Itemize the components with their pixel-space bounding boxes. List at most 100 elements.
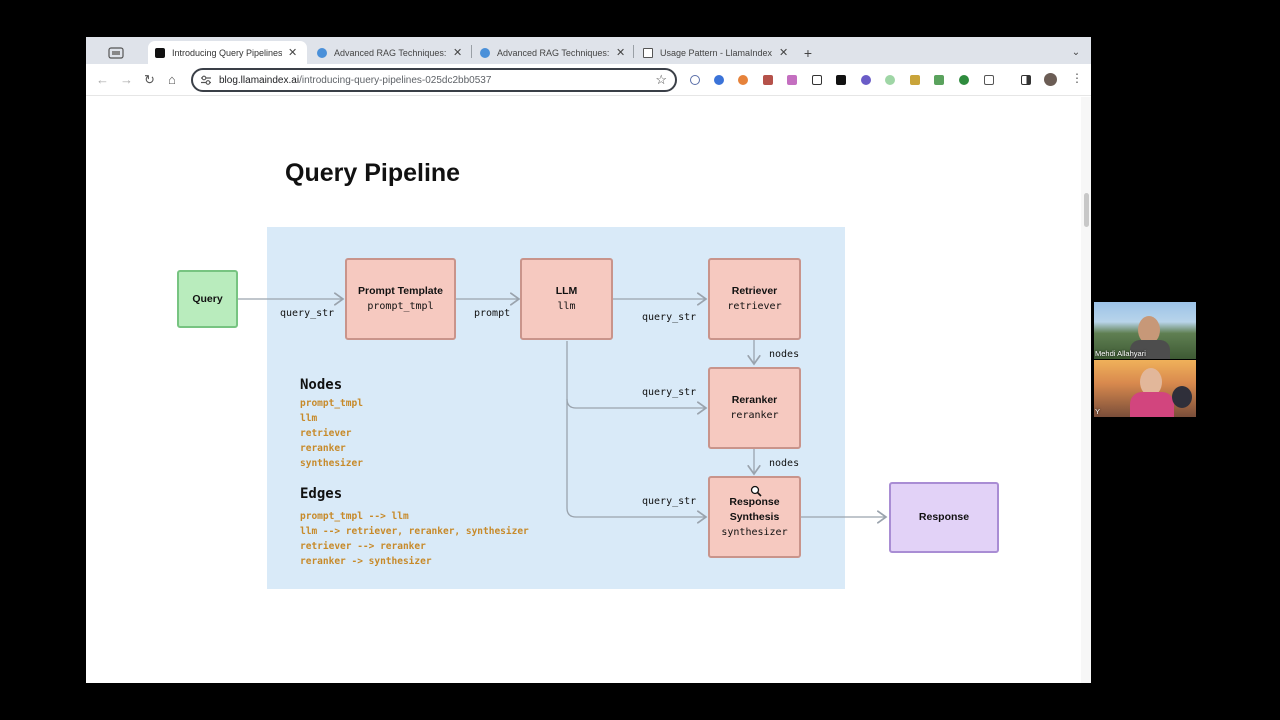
tab-label: Introducing Query Pipelines <box>172 47 282 58</box>
diagram-edges <box>238 37 1091 683</box>
edge-label-query-str: query_str <box>280 308 335 319</box>
browser-window: Introducing Query Pipelines ✕ Advanced R… <box>86 37 1091 683</box>
participant-face <box>1140 368 1162 396</box>
tab-advanced-rag-1[interactable]: Advanced RAG Techniques: a ✕ <box>311 41 466 64</box>
node-retriever: Retriever retriever <box>708 258 801 340</box>
extension-green-icon[interactable] <box>885 75 895 85</box>
tab-list-chevron-down-icon[interactable]: ⌄ <box>1071 47 1081 58</box>
scrollbar-thumb[interactable] <box>1084 193 1089 227</box>
edge-label-query-str: query_str <box>642 312 697 323</box>
extension-tools-icon[interactable] <box>763 75 773 85</box>
extension-pink-icon[interactable] <box>787 75 797 85</box>
edge-llm-to-synth <box>566 399 706 517</box>
headset-icon <box>1172 386 1192 408</box>
node-query: Query <box>177 270 238 328</box>
tab-introducing-query-pipelines[interactable]: Introducing Query Pipelines ✕ <box>148 41 307 64</box>
edge-label-query-str: query_str <box>642 387 697 398</box>
nodes-list-item: retriever <box>300 428 352 439</box>
page-title: Query Pipeline <box>285 159 461 187</box>
llamaindex-favicon-icon <box>155 47 165 58</box>
node-response: Response <box>889 482 999 553</box>
node-label-line1: Response <box>729 495 780 508</box>
extension-blue-dot-icon[interactable] <box>714 75 724 85</box>
globe-favicon-icon <box>317 47 327 58</box>
node-code: synthesizer <box>721 526 788 538</box>
node-reranker: Reranker reranker <box>708 367 801 449</box>
extension-braces-icon[interactable] <box>812 75 822 85</box>
extension-orange-icon[interactable] <box>738 75 748 85</box>
node-label: LLM <box>555 285 578 297</box>
close-tab-icon[interactable]: ✕ <box>779 47 789 59</box>
extension-dark-green-icon[interactable] <box>959 75 969 85</box>
forward-arrow-icon[interactable]: → <box>120 72 133 87</box>
node-label: Reranker <box>731 394 778 406</box>
participant-video-tile[interactable]: Mehdi Allahyari <box>1094 302 1196 359</box>
participant-name: Y <box>1095 407 1101 416</box>
edge-label-nodes: nodes <box>769 349 800 360</box>
edge-label-nodes: nodes <box>769 458 800 469</box>
tab-bar: Introducing Query Pipelines ✕ Advanced R… <box>86 37 1091 64</box>
edges-list-item: retriever --> reranker <box>300 541 426 552</box>
tab-divider <box>633 45 634 58</box>
bookmark-star-icon[interactable]: ☆ <box>655 72 667 87</box>
tab-advanced-rag-2[interactable]: Advanced RAG Techniques: a ✕ <box>474 41 629 64</box>
node-label: Retriever <box>731 285 778 297</box>
url-host: blog.llamaindex.ai <box>219 75 300 86</box>
nodes-list-item: synthesizer <box>300 458 363 469</box>
more-menu-icon[interactable]: ⋮ <box>1071 71 1083 85</box>
reload-icon[interactable]: ↻ <box>144 72 155 87</box>
new-tab-button[interactable]: + <box>803 44 813 61</box>
nodes-list-item: llm <box>300 413 318 424</box>
globe-favicon-icon <box>480 47 490 58</box>
zoom-cursor-icon <box>750 485 762 497</box>
tab-divider <box>471 45 472 58</box>
extension-purple-icon[interactable] <box>861 75 871 85</box>
tab-label: Advanced RAG Techniques: a <box>497 47 610 58</box>
address-bar[interactable]: blog.llamaindex.ai/introducing-query-pip… <box>191 68 677 92</box>
node-response-label: Response <box>918 511 970 523</box>
back-arrow-icon[interactable]: ← <box>96 72 109 87</box>
tab-groups-icon <box>108 46 124 59</box>
tab-label: Advanced RAG Techniques: a <box>334 47 447 58</box>
extension-circle-icon[interactable] <box>690 75 700 85</box>
edges-heading: Edges <box>300 486 343 502</box>
extensions-puzzle-icon[interactable] <box>984 75 994 85</box>
node-response-synthesis: Response Synthesis synthesizer <box>708 476 801 558</box>
participant-shoulders <box>1130 340 1170 359</box>
home-icon[interactable]: ⌂ <box>168 72 176 87</box>
tab-usage-pattern[interactable]: Usage Pattern - LlamaIndex ✕ <box>637 41 792 64</box>
edges-list-item: llm --> retriever, reranker, synthesizer <box>300 526 529 537</box>
node-prompt-template: Prompt Template prompt_tmpl <box>345 258 456 340</box>
tab-search-button[interactable] <box>94 41 138 64</box>
node-code: reranker <box>730 410 779 421</box>
edges-list-item: prompt_tmpl --> llm <box>300 511 409 522</box>
toolbar: ← → ↻ ⌂ blog.llamaindex.ai/introducing-q… <box>86 64 1091 96</box>
node-code: llm <box>557 301 576 312</box>
tab-label: Usage Pattern - LlamaIndex <box>660 47 773 58</box>
node-query-label: Query <box>192 292 223 305</box>
site-settings-icon[interactable] <box>200 75 212 85</box>
extension-black-icon[interactable] <box>836 75 846 85</box>
participant-shoulders <box>1130 392 1174 417</box>
node-label: Prompt Template <box>358 285 443 297</box>
close-tab-icon[interactable]: ✕ <box>616 47 626 59</box>
extension-green-square-icon[interactable] <box>934 75 944 85</box>
url-text: blog.llamaindex.ai/introducing-query-pip… <box>219 75 491 86</box>
node-label-line2: Synthesis <box>729 510 780 523</box>
node-code: retriever <box>727 301 782 312</box>
node-llm: LLM llm <box>520 258 613 340</box>
edge-label-prompt: prompt <box>474 308 511 319</box>
scrollbar[interactable] <box>1081 97 1091 683</box>
nodes-heading: Nodes <box>300 377 343 393</box>
edge-label-query-str: query_str <box>642 496 697 507</box>
close-tab-icon[interactable]: ✕ <box>453 47 463 59</box>
profile-avatar[interactable] <box>1044 73 1057 86</box>
participant-video-tile[interactable]: Y <box>1094 360 1196 417</box>
side-panel-icon[interactable] <box>1021 75 1031 85</box>
close-tab-icon[interactable]: ✕ <box>288 47 298 59</box>
edges-list-item: reranker -> synthesizer <box>300 556 432 567</box>
url-path: /introducing-query-pipelines-025dc2bb053… <box>299 75 492 86</box>
participant-face <box>1138 316 1160 344</box>
node-code: prompt_tmpl <box>367 301 434 312</box>
extension-yellow-icon[interactable] <box>910 75 920 85</box>
